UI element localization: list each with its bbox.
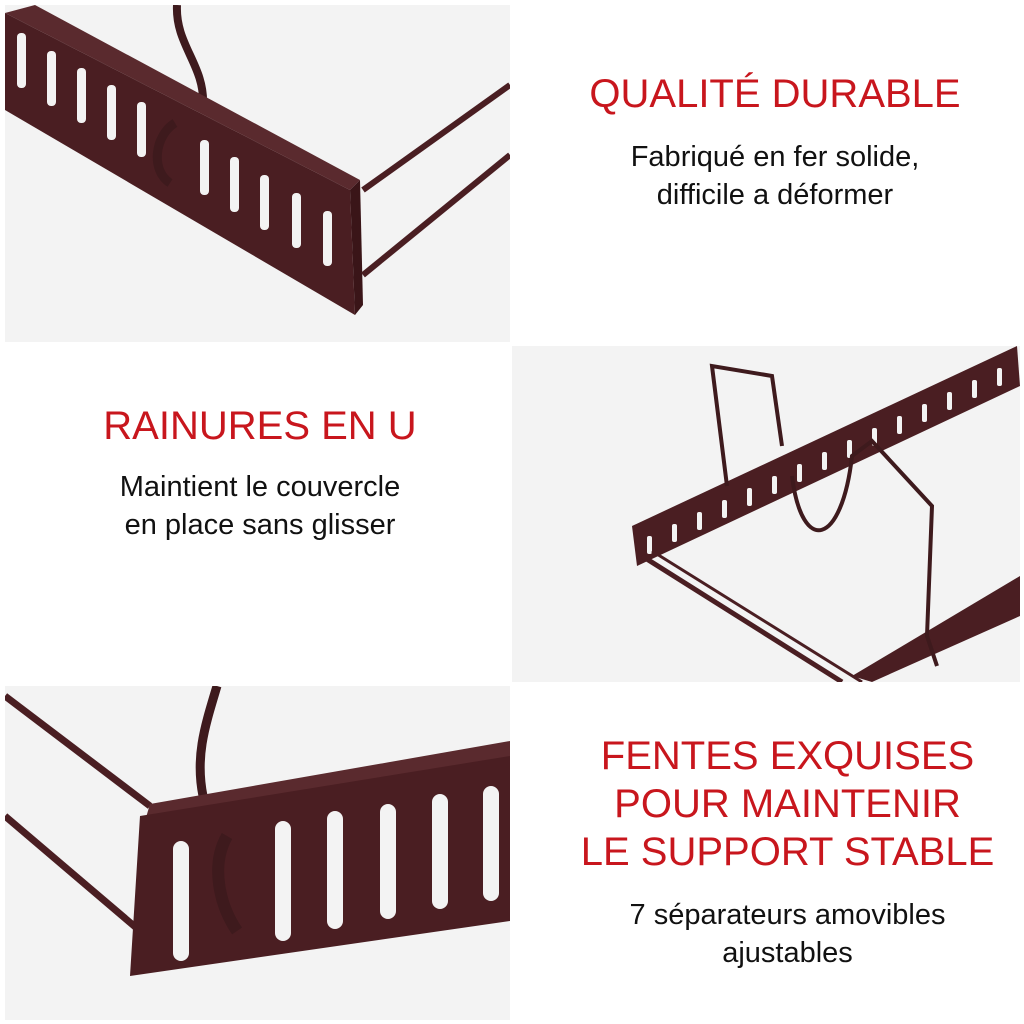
- rack-dividers-illustration: [632, 346, 1020, 682]
- feature-title: QUALITÉ DURABLE: [589, 72, 961, 116]
- feature-u-grooves: RAINURES EN U Maintient le couvercle en …: [40, 402, 480, 544]
- product-image-lid-holder: [512, 346, 1020, 682]
- product-image-slots-closeup: [5, 686, 510, 1020]
- feature-title-line: LE SUPPORT STABLE: [580, 830, 995, 874]
- rack-rail-illustration: [5, 5, 510, 315]
- feature-desc-line: 7 séparateurs amovibles: [629, 899, 946, 931]
- product-image-slotted-rail-top: [5, 5, 510, 342]
- feature-desc-line: ajustables: [722, 937, 853, 969]
- feature-title-line: POUR MAINTENIR: [614, 782, 961, 826]
- feature-desc-line: Maintient le couvercle: [119, 471, 401, 503]
- feature-quality: QUALITÉ DURABLE Fabriqué en fer solide, …: [560, 70, 990, 214]
- feature-desc-line: Fabriqué en fer solide,: [630, 141, 920, 173]
- feature-title-line: FENTES EXQUISES: [600, 734, 975, 778]
- rack-slots-illustration: [5, 686, 510, 976]
- feature-desc-line: en place sans glisser: [124, 509, 396, 541]
- feature-title: RAINURES EN U: [103, 404, 417, 448]
- feature-desc-line: difficile a déformer: [656, 179, 894, 211]
- feature-slots: FENTES EXQUISES POUR MAINTENIR LE SUPPOR…: [555, 732, 1020, 972]
